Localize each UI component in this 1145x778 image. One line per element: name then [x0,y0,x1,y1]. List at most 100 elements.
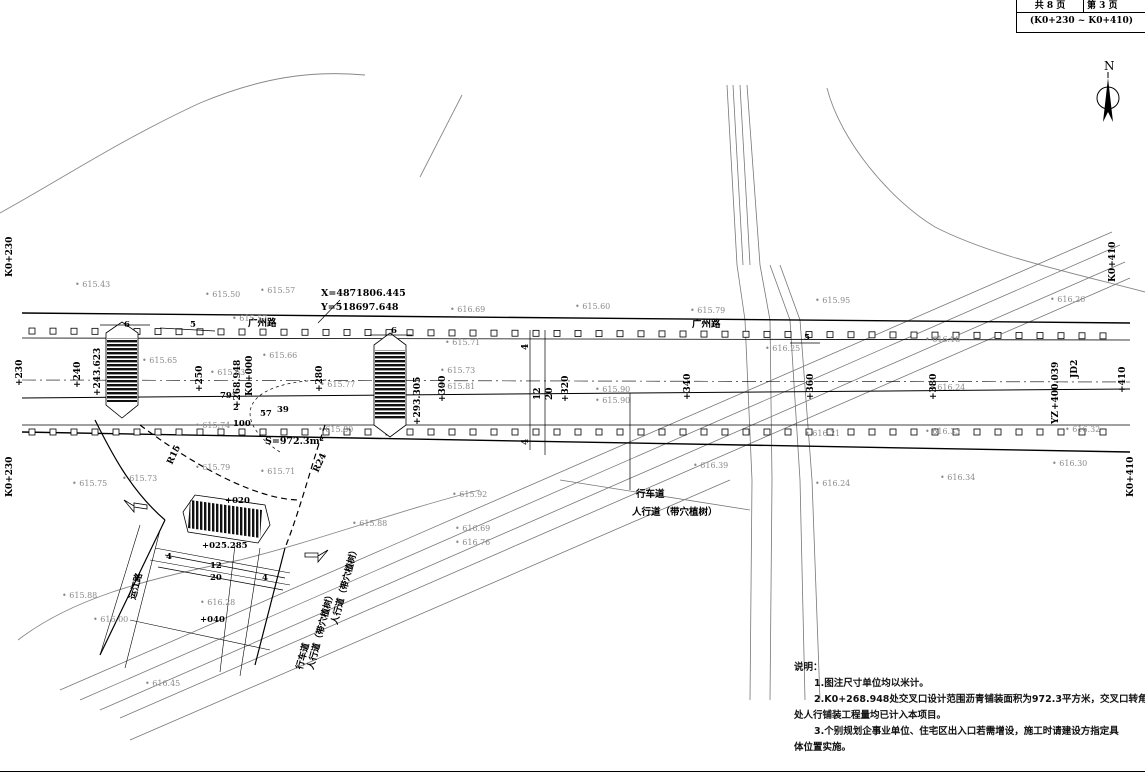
elevation-label: • 616.30 [1052,459,1087,468]
station-250: +250 [195,366,205,392]
tree-pit-icon [91,428,99,436]
dimension-lines [100,299,820,591]
tree-pit-icon [952,331,960,339]
tree-pit-icon [238,428,246,436]
elevation-label: • 615.95 [815,296,850,305]
tree-pit-icon [49,327,57,335]
elevation-label: • 616.33 [925,427,960,436]
crosswalks [105,321,407,544]
side-dim-4a: 4 [166,552,172,562]
elevation-label: • 615.57 [260,286,295,295]
dim-4b: 4 [521,439,531,445]
note-3b: 体位置实施。 [794,742,852,753]
note-1: 1.图注尺寸单位均以米计。 [814,678,929,689]
station-yz: YZ [1051,411,1061,425]
tree-pit-icon [28,327,36,335]
tree-pit-icon [154,328,162,336]
terrain-contours [0,73,1145,641]
radius-r15: R15 [166,444,184,466]
tree-pit-icon [406,329,414,337]
tree-pit-icon [826,428,834,436]
tree-pit-icon [301,328,309,336]
tree-pit-icon [973,428,981,436]
elevation-label: • 615.80 [318,425,353,434]
station-k000: K0+000 [245,356,255,396]
tree-pit-icon [196,428,204,436]
tree-pit-icon [1057,332,1065,340]
notes-block: 说明： 1.图注尺寸单位均以米计。 2.K0+268.948处交叉口设计范围沥青… [794,660,1145,756]
tree-pit-icon [406,428,414,436]
station-025: +025.285 [202,541,248,551]
coord-y: Y=518697.648 [320,302,399,313]
direction-arrows [123,499,329,564]
elevation-label: • 616.76 [455,538,490,547]
elevation-label: • 615.77 [320,380,355,389]
station-293: +293.305 [413,377,423,425]
elevation-label: • 615.75 [72,479,107,488]
elevation-label: • 615.71 [445,338,480,347]
tree-pit-icon [322,428,330,436]
tree-pit-icon [574,428,582,436]
tree-pit-icon [868,331,876,339]
dim-5b: 5 [804,333,810,343]
tree-pits [28,327,1107,436]
tree-pit-icon [574,330,582,337]
elevation-label: • 616.18 [925,335,960,344]
tree-pit-icon [1015,332,1023,339]
tree-pit-icon [427,428,435,436]
tree-pit-icon [532,428,540,436]
sheet-page-row: 共 8 页 第 3 页 [1017,0,1145,13]
tree-pit-icon [868,428,876,436]
tree-pit-icon [70,327,78,335]
elevation-label: • 616.32 [1065,425,1100,434]
dim-6b: 6 [391,326,397,336]
dim-4a: 4 [521,344,531,350]
tree-pit-icon [217,328,225,336]
tree-pit-icon [847,428,855,436]
tree-pit-icon [847,331,855,339]
tree-pit-icon [448,329,456,337]
road-name-west: 广州路 [248,317,277,329]
tree-pit-icon [154,428,162,436]
tree-pit-icon [553,330,561,337]
station-040: +040 [200,615,225,625]
angle-label: 79° [220,391,236,401]
tree-pit-icon [721,330,729,338]
total-pages: 共 8 页 [1017,0,1084,12]
tree-pit-icon [721,428,729,436]
elevation-label: • 616.25 [765,344,800,353]
tree-pit-icon [28,428,36,436]
tree-pit-icon [1036,332,1044,339]
tree-pit-icon [994,332,1002,339]
tree-pit-icon [343,329,351,336]
tree-pit-icon [679,330,687,338]
tree-pit-icon [301,428,309,436]
dim-2: 2 [233,403,239,413]
tree-pit-icon [1078,428,1086,436]
tree-pit-icon [742,330,750,338]
tree-pit-icon [490,329,498,337]
side-road-sidewalk-2: 人行道（带穴植树） [328,544,361,626]
tree-pit-icon [280,428,288,436]
elevation-label: • 616.34 [940,473,975,482]
tree-pit-icon [196,328,204,336]
carriageway-label: 行车道 [635,488,665,500]
elevation-label: • 616.00 [93,615,128,624]
tree-pit-icon [1015,428,1023,436]
note-2a: 2.K0+268.948处交叉口设计范围沥青铺装面积为972.3平方米，交叉口转… [814,694,1145,705]
station-k410-top: K0+410 [1108,242,1118,282]
tree-pit-icon [322,328,330,336]
sheet-info-box: 共 8 页 第 3 页 (K0+230 ~ K0+410) [1016,0,1145,33]
tree-pit-icon [826,331,834,339]
tree-pit-icon [343,428,351,436]
station-k410-bottom: K0+410 [1126,457,1136,497]
station-240: +240 [73,362,83,388]
tree-pit-icon [637,330,645,338]
elevation-label: • 615.92 [452,490,487,499]
tree-pit-icon [994,428,1002,436]
elevation-label: • 615.66 [262,351,297,360]
tree-pit-icon [469,428,477,436]
tree-pit-icon [448,428,456,436]
tree-pit-icon [637,428,645,436]
dim-20: 20 [545,387,555,400]
